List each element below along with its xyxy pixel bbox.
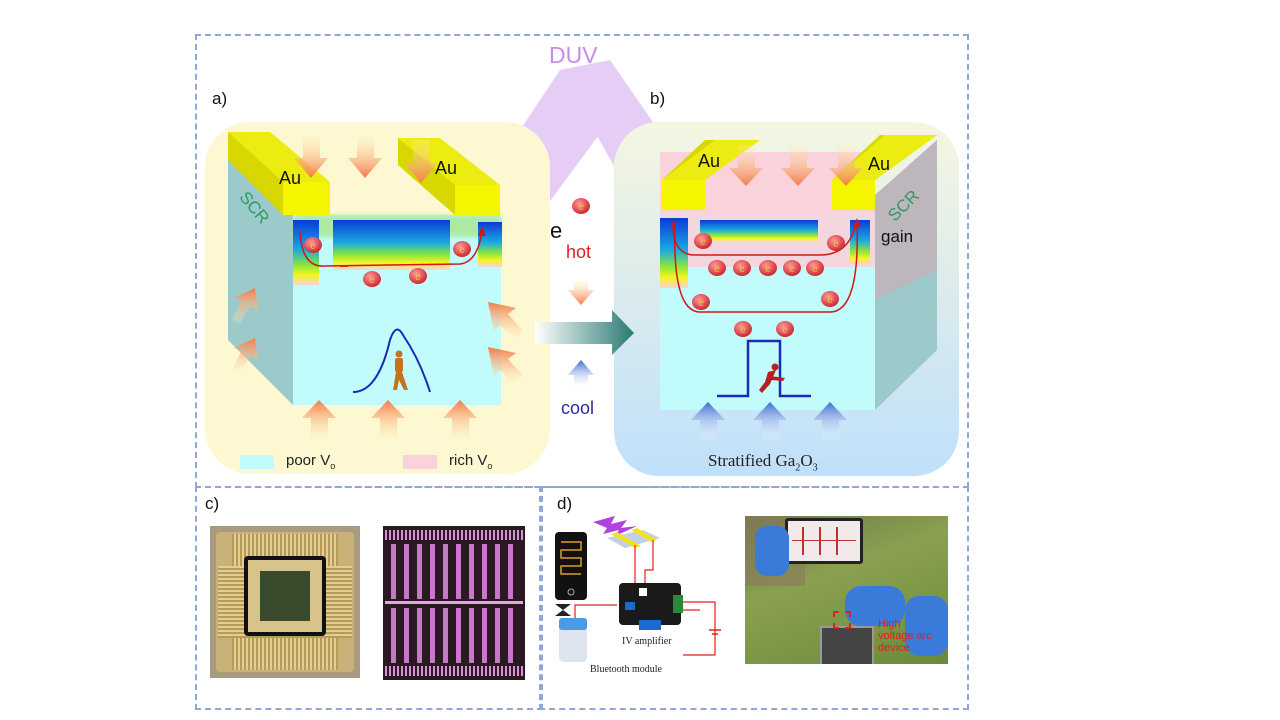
svg-text:e: e (714, 264, 720, 275)
legend-poor-vo: poor Vo (240, 452, 335, 471)
electron-icon: e (783, 260, 801, 276)
panel-c-label: c) (205, 494, 220, 513)
electron-icon: e (363, 271, 381, 287)
field-test-photo: High voltage arc device (745, 516, 948, 664)
svg-text:e: e (740, 325, 746, 336)
svg-text:e: e (698, 298, 704, 309)
legend-rich-vo: rich Vo (403, 452, 492, 471)
electron-icon: e (692, 294, 710, 310)
duv-label: DUV (549, 42, 598, 68)
svg-text:e: e (700, 237, 706, 248)
frame-c (195, 486, 543, 710)
electron-icon: e (806, 260, 824, 276)
legend-rich-swatch (403, 454, 437, 469)
au-right-a: Au (435, 158, 458, 178)
legend-poor-swatch (240, 454, 274, 469)
cool-label: cool (561, 398, 595, 418)
electron-icon: e (409, 268, 427, 284)
svg-text:e: e (739, 264, 745, 275)
packaged-chip-photo (210, 526, 360, 678)
panel-a-label: a) (212, 89, 228, 108)
svg-text:e: e (827, 295, 833, 306)
circuit-schematic (555, 516, 721, 662)
svg-text:e: e (578, 202, 584, 213)
bluetooth-module (559, 618, 587, 662)
electron-icon: e (572, 198, 590, 214)
walking-person-icon (393, 350, 408, 390)
electron-icon: e (827, 235, 845, 251)
center-transition (535, 280, 634, 388)
panel-b-label: b) (650, 89, 666, 108)
electron-icon: e (821, 291, 839, 307)
electron-icon: e (304, 237, 322, 253)
svg-text:e: e (310, 241, 316, 252)
chip-layout-image (383, 526, 525, 680)
hot-label: hot (566, 242, 592, 262)
svg-text:e: e (789, 264, 795, 275)
electrons: e e e e e e e e e e e e e e e e (304, 198, 845, 337)
svg-text:e: e (459, 245, 465, 256)
heat-arrows-a (232, 135, 522, 440)
frame-d (539, 486, 969, 710)
panel-d-label: d) (557, 494, 573, 513)
legend-poor-text: poor Vo (286, 452, 336, 471)
heat-arrows-b (691, 145, 863, 440)
iv-amplifier-label: IV amplifier (622, 636, 672, 647)
svg-text:e: e (765, 264, 771, 275)
electron-icon: e (708, 260, 726, 276)
electron-icon: e (776, 321, 794, 337)
au-left-a: Au (279, 168, 302, 188)
stratified-caption: Stratified Ga2O3 (708, 451, 818, 474)
svg-text:e: e (415, 272, 421, 283)
gain-label: gain (881, 227, 914, 246)
transition-arrow-icon (535, 310, 634, 355)
antenna-icon (555, 604, 571, 616)
electron-icon: e (733, 260, 751, 276)
electron-icon: e (453, 241, 471, 257)
svg-text:e: e (782, 325, 788, 336)
svg-text:e: e (369, 275, 375, 286)
au-left-b: Au (698, 151, 721, 171)
photodetector-device (607, 528, 660, 548)
photo-annotation: High voltage arc device (878, 618, 932, 654)
svg-text:e: e (833, 239, 839, 250)
smartphone-icon (555, 532, 587, 600)
free-electron-label: e (550, 218, 563, 243)
electron-icon: e (759, 260, 777, 276)
running-person-icon (759, 363, 785, 393)
electron-icon: e (734, 321, 752, 337)
uv-light-bolt-icon (593, 516, 637, 536)
au-right-b: Au (868, 154, 891, 174)
electron-icon: e (694, 233, 712, 249)
legend-rich-text: rich Vo (449, 452, 493, 471)
svg-text:e: e (812, 264, 818, 275)
bluetooth-module-label: Bluetooth module (590, 664, 662, 675)
iv-amplifier-board (619, 583, 683, 630)
